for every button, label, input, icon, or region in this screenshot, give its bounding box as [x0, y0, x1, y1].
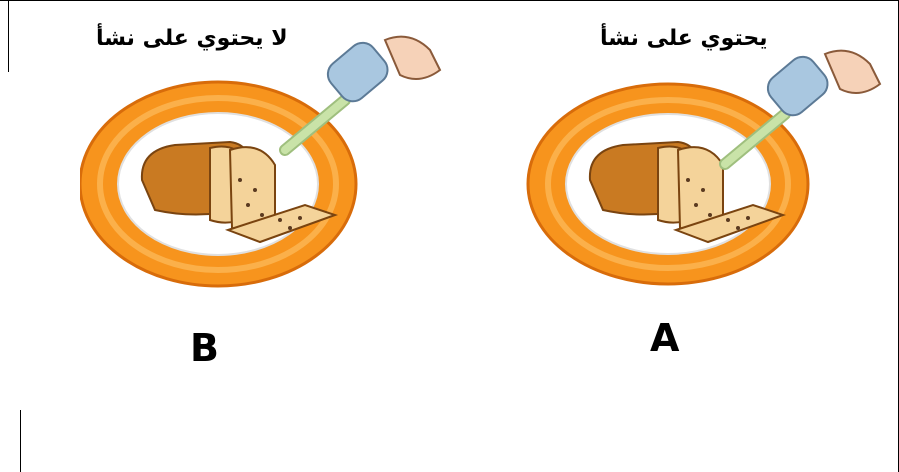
bread-plate-illustration-a — [520, 44, 899, 304]
frame-line — [0, 0, 898, 1]
frame-line — [20, 410, 21, 472]
panel-a-letter: A — [650, 316, 679, 360]
dropper-icon — [285, 37, 440, 150]
panel-b-letter: B — [190, 326, 219, 370]
frame-line — [0, 0, 9, 72]
bread-plate-illustration-b — [80, 30, 470, 300]
